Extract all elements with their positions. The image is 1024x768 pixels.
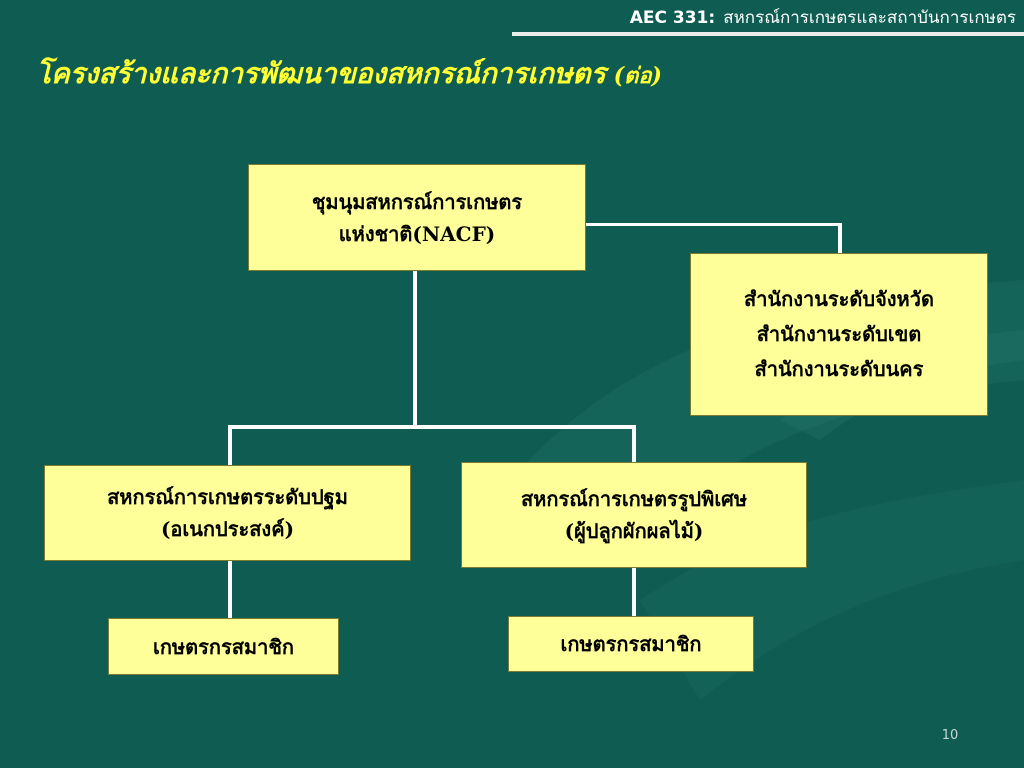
- connector-branch-right-v: [632, 425, 636, 463]
- node-members-left-label: เกษตรกรสมาชิก: [152, 634, 294, 659]
- course-code: AEC 331:: [629, 8, 716, 28]
- node-nacf: ชุมนุมสหกรณ์การเกษตร แห่งชาติ(NACF): [248, 164, 586, 271]
- course-title: สหกรณ์การเกษตรและสถาบันการเกษตร: [723, 8, 1016, 28]
- slide-title: โครงสร้างและการพัฒนาของสหกรณ์การเกษตร (ต่…: [36, 52, 662, 96]
- node-nacf-line2: แห่งชาติ(NACF): [338, 221, 496, 246]
- connector-branch-h: [228, 425, 636, 429]
- node-offices-line1: สำนักงานระดับจังหวัด: [744, 287, 934, 311]
- node-special-line2: (ผู้ปลูกผักผลไม้): [564, 519, 704, 543]
- node-primary-line2: (อเนกประสงค์): [160, 517, 295, 541]
- connector-primary-to-members: [228, 561, 232, 618]
- node-special-coop: สหกรณ์การเกษตรรูปพิเศษ (ผู้ปลูกผักผลไม้): [461, 462, 807, 568]
- slide-title-suffix: (ต่อ): [613, 63, 662, 89]
- node-members-right-label: เกษตรกรสมาชิก: [560, 632, 702, 656]
- connector-nacf-down: [413, 271, 417, 427]
- connector-special-to-members: [632, 568, 636, 616]
- node-special-line1: สหกรณ์การเกษตรรูปพิเศษ: [520, 487, 748, 511]
- node-members-right: เกษตรกรสมาชิก: [508, 616, 754, 672]
- connector-branch-left-v: [228, 425, 232, 465]
- connector-nacf-to-offices-h: [586, 223, 842, 226]
- header-rule: [512, 32, 1024, 36]
- node-members-left: เกษตรกรสมาชิก: [108, 618, 339, 675]
- node-offices: สำนักงานระดับจังหวัด สำนักงานระดับเขต สำ…: [690, 253, 988, 416]
- node-primary-coop: สหกรณ์การเกษตรระดับปฐม (อเนกประสงค์): [44, 465, 411, 561]
- slide-title-main: โครงสร้างและการพัฒนาของสหกรณ์การเกษตร: [36, 57, 606, 90]
- slide-header: AEC 331: สหกรณ์การเกษตรและสถาบันการเกษตร: [520, 4, 1016, 32]
- node-offices-line2: สำนักงานระดับเขต: [756, 322, 922, 346]
- page-number: 10: [941, 728, 959, 743]
- connector-offices-v: [838, 223, 842, 253]
- node-nacf-line1: ชุมนุมสหกรณ์การเกษตร: [311, 189, 523, 214]
- node-offices-line3: สำนักงานระดับนคร: [754, 357, 924, 381]
- node-primary-line1: สหกรณ์การเกษตรระดับปฐม: [107, 485, 348, 509]
